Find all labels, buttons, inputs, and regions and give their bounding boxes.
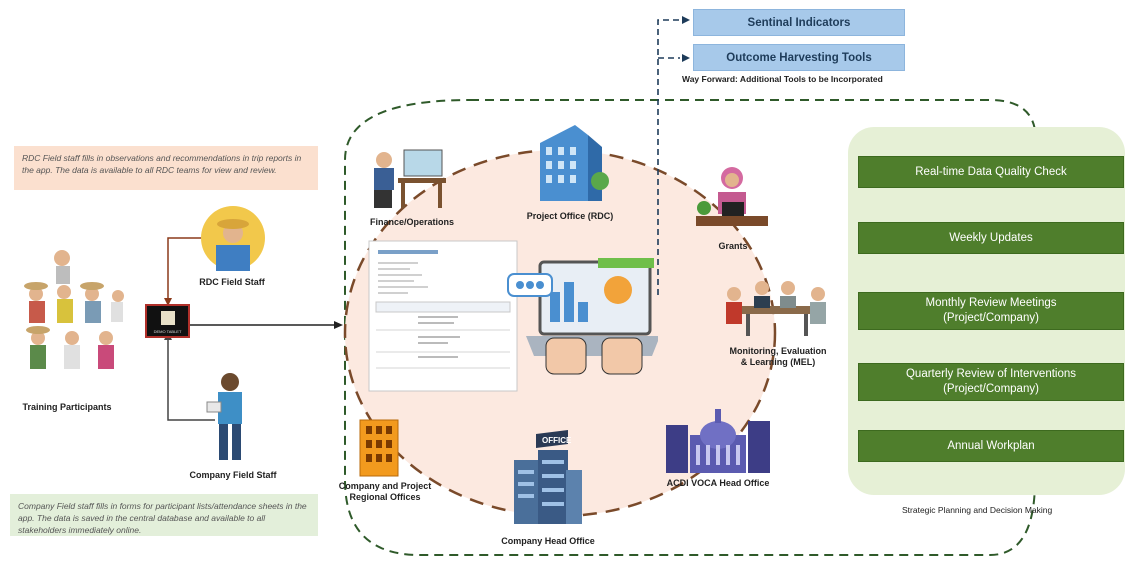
- regional-offices-label: Company and Project Regional Offices: [338, 481, 432, 502]
- mel-label: Monitoring, Evaluation & Learning (MEL): [729, 346, 827, 367]
- mel-team-icon: [726, 281, 826, 336]
- rdc-field-note: RDC Field staff fills in observations an…: [14, 146, 318, 190]
- rdc-field-staff-label: RDC Field Staff: [199, 277, 265, 287]
- rdc-field-staff-icon: [201, 206, 265, 271]
- company-field-staff-icon: [206, 373, 242, 460]
- app-tablet: DEMO TABLET: [145, 304, 190, 338]
- outer-boundary: [344, 99, 1036, 556]
- decision-step-quality-check: Real-time Data Quality Check: [858, 156, 1124, 188]
- project-office-building-icon: [540, 125, 609, 201]
- company-field-note: Company Field staff fills in forms for p…: [10, 494, 318, 536]
- trip-report-document-icon: [368, 240, 518, 392]
- finance-label: Finance/Operations: [369, 217, 455, 227]
- grants-label: Grants: [718, 241, 748, 251]
- decision-step-annual: Annual Workplan: [858, 430, 1124, 462]
- participants-icon: [24, 250, 124, 369]
- rdc-connector: [167, 237, 215, 300]
- company-head-office-icon: OFFICE: [514, 430, 582, 524]
- grants-person-icon: [696, 167, 768, 226]
- acdi-voca-building-icon: [666, 409, 770, 473]
- decision-step-monthly: Monthly Review Meetings (Project/Company…: [858, 292, 1124, 330]
- company-connector: [167, 338, 215, 421]
- decision-caption: Strategic Planning and Decision Making: [902, 505, 1053, 515]
- company-head-office-label: Company Head Office: [501, 536, 595, 546]
- way-forward-line: [657, 19, 680, 295]
- decision-step-quarterly: Quarterly Review of Interventions (Proje…: [858, 363, 1124, 401]
- training-participants-label: Training Participants: [22, 402, 112, 412]
- clipboard-icon: [161, 311, 175, 325]
- acdi-voca-label: ACDI VOCA Head Office: [666, 478, 770, 488]
- regional-office-building-icon: [359, 419, 399, 477]
- finance-desk-icon: [374, 149, 446, 208]
- laptop-analytics-icon: [507, 258, 658, 375]
- office-sign-text: OFFICE: [542, 436, 572, 445]
- outcome-harvesting-box: Outcome Harvesting Tools: [693, 44, 905, 71]
- app-tablet-label: DEMO TABLET: [153, 329, 182, 334]
- decision-step-weekly: Weekly Updates: [858, 222, 1124, 254]
- company-field-staff-label: Company Field Staff: [189, 470, 277, 480]
- sentinal-indicators-box: Sentinal Indicators: [693, 9, 905, 36]
- way-forward-caption: Way Forward: Additional Tools to be Inco…: [682, 74, 883, 84]
- project-office-label: Project Office (RDC): [526, 211, 614, 221]
